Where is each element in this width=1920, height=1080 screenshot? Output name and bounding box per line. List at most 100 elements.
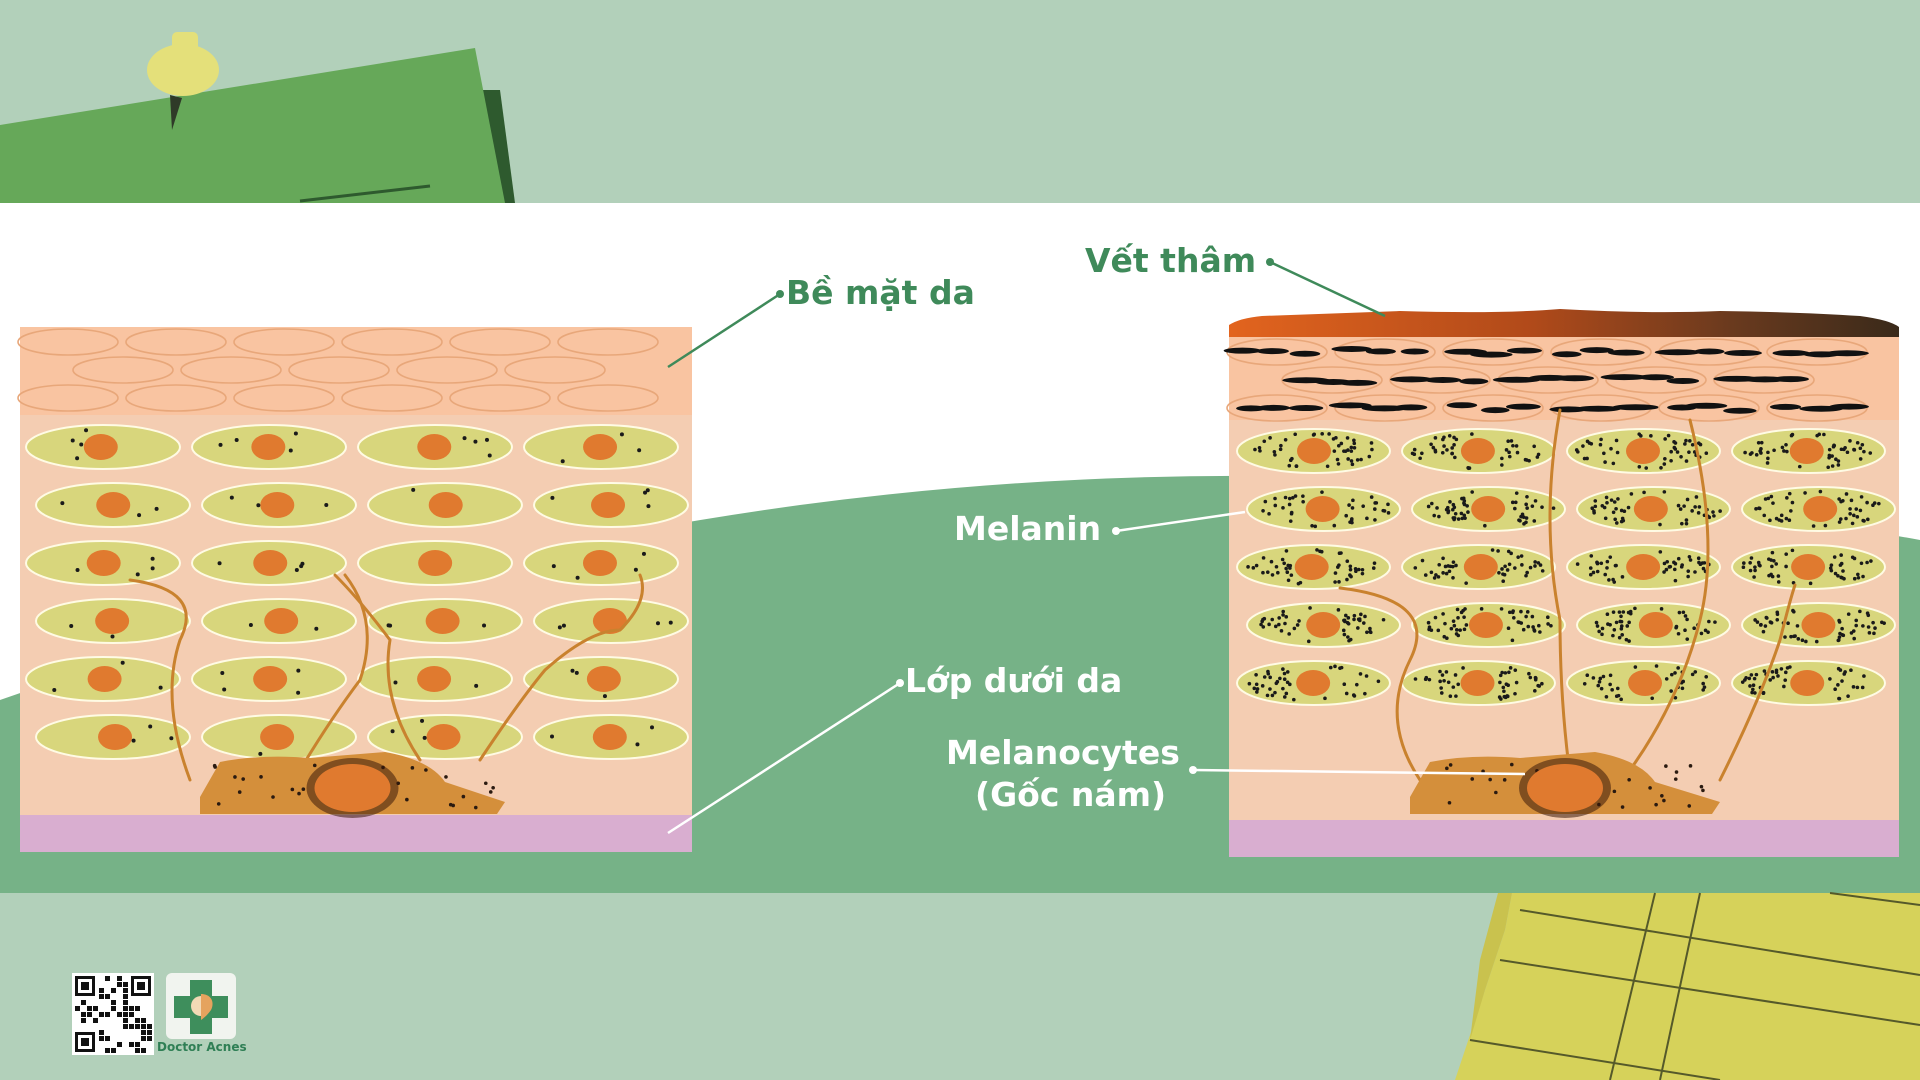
melanin-dot [1450, 451, 1454, 456]
melanin-dot [1663, 437, 1667, 441]
melanin-dot [296, 668, 301, 673]
melanin-dot [1535, 455, 1540, 459]
melanin-dot [1532, 629, 1537, 633]
cell-nucleus [96, 492, 131, 518]
melanin-dot [1508, 666, 1513, 670]
melanin-dot [1342, 618, 1346, 623]
melanin-dot [1854, 507, 1859, 511]
left-skin-surface [20, 327, 692, 415]
melanin-dot [1440, 450, 1445, 455]
melanin-dot [1524, 516, 1529, 520]
cell-nucleus [592, 608, 627, 634]
melanin-dot [1762, 513, 1767, 518]
melanin-dot [1753, 568, 1757, 573]
melanin-dot [1361, 504, 1365, 508]
melanin-dot [1782, 684, 1786, 689]
melanin-dot [1451, 516, 1456, 520]
melanin-dot [1359, 612, 1363, 617]
melanin-dot [1513, 691, 1517, 696]
melanin-dot [1774, 670, 1779, 675]
melanin-dot [60, 501, 65, 506]
melanin-dot [1849, 498, 1854, 503]
surface-cell [1281, 366, 1383, 394]
melanin-dot [451, 803, 455, 808]
melanin-dot [1839, 447, 1844, 452]
melanin-dot [1540, 681, 1544, 686]
melanin-dot [1279, 443, 1283, 448]
melanin-dot [1862, 449, 1866, 454]
melanin-dot [1684, 521, 1689, 526]
melanin-dot [1526, 624, 1531, 629]
melanin-dot [1287, 496, 1292, 501]
melanin-dot [1609, 446, 1613, 451]
melanin-dot [1436, 575, 1441, 579]
melanin-dot [1513, 566, 1517, 570]
melanin-dot [1683, 628, 1687, 632]
cell-nucleus [87, 666, 122, 692]
melanin-dot [1711, 510, 1715, 514]
melanin-dot [70, 438, 75, 443]
melanin-dot [1423, 573, 1428, 577]
cell-nucleus [1468, 612, 1503, 638]
melanin-dot [1718, 509, 1722, 513]
cell-nucleus [1460, 438, 1495, 464]
melanin-dot [1283, 495, 1288, 500]
melanin-dot [1273, 690, 1277, 695]
melanin-dot [1865, 500, 1869, 505]
melanin-dot [1605, 559, 1610, 564]
melanin-dot [1301, 499, 1305, 504]
melanin-dot [1367, 454, 1372, 459]
melanin-dot [1614, 620, 1619, 625]
melanin-dot [1672, 567, 1677, 572]
melanin-dot [1342, 632, 1347, 637]
melanin-dot [561, 623, 566, 628]
melanin-dot [1855, 685, 1860, 690]
skin-surface-label: Bề mặt da [786, 273, 975, 312]
cell-nucleus [1463, 554, 1498, 580]
melanin-dot [1281, 613, 1285, 617]
melanin-dot [1381, 617, 1386, 622]
melanin-dot [1289, 573, 1294, 577]
melanin-dot [1751, 683, 1756, 688]
melanin-dot [1751, 687, 1755, 692]
melanin-dot [1687, 804, 1692, 808]
melanin-dot [424, 768, 428, 772]
melanin-dot [1511, 609, 1515, 613]
melanin-dot [1507, 610, 1512, 615]
melanin-dot [1341, 628, 1346, 633]
cell-nucleus [1628, 670, 1663, 696]
melanin-dot [1549, 623, 1553, 628]
cell-nucleus [264, 608, 299, 634]
melanin-dot [1335, 457, 1340, 462]
melanin-dot [1352, 613, 1357, 618]
melanin-dot [1456, 517, 1461, 521]
melanin-dot [1444, 670, 1449, 674]
melanin-dot [1613, 563, 1618, 568]
melanin-dot [1803, 491, 1807, 495]
melanin-dot [1688, 764, 1693, 768]
melanin-dot [1313, 524, 1318, 529]
cell-nucleus [428, 492, 463, 518]
melanin-dot [1748, 560, 1752, 565]
melanin-dot [1588, 572, 1593, 577]
melanin-dot [1461, 666, 1465, 670]
melanin-dot [1866, 517, 1870, 522]
melanin-dot [1368, 629, 1372, 634]
melanin-dot [1772, 559, 1776, 563]
melanin-dot [1664, 677, 1669, 681]
melanin-dot [1851, 685, 1856, 689]
cell-nucleus [1626, 438, 1661, 464]
melanin-dot [1442, 444, 1446, 448]
melanin-dot [1261, 570, 1265, 575]
melanin-dot [1286, 563, 1290, 568]
left-subcutaneous-layer [20, 815, 692, 852]
melanin-dot [1629, 492, 1634, 496]
melanin-dot [1270, 573, 1275, 577]
melanin-dot [1285, 570, 1290, 575]
cell-nucleus [1305, 496, 1340, 522]
melanin-dot [1306, 639, 1311, 644]
melanin-dot [237, 790, 242, 794]
melanin-dot [1605, 612, 1610, 617]
melanin-dot [1333, 664, 1337, 669]
